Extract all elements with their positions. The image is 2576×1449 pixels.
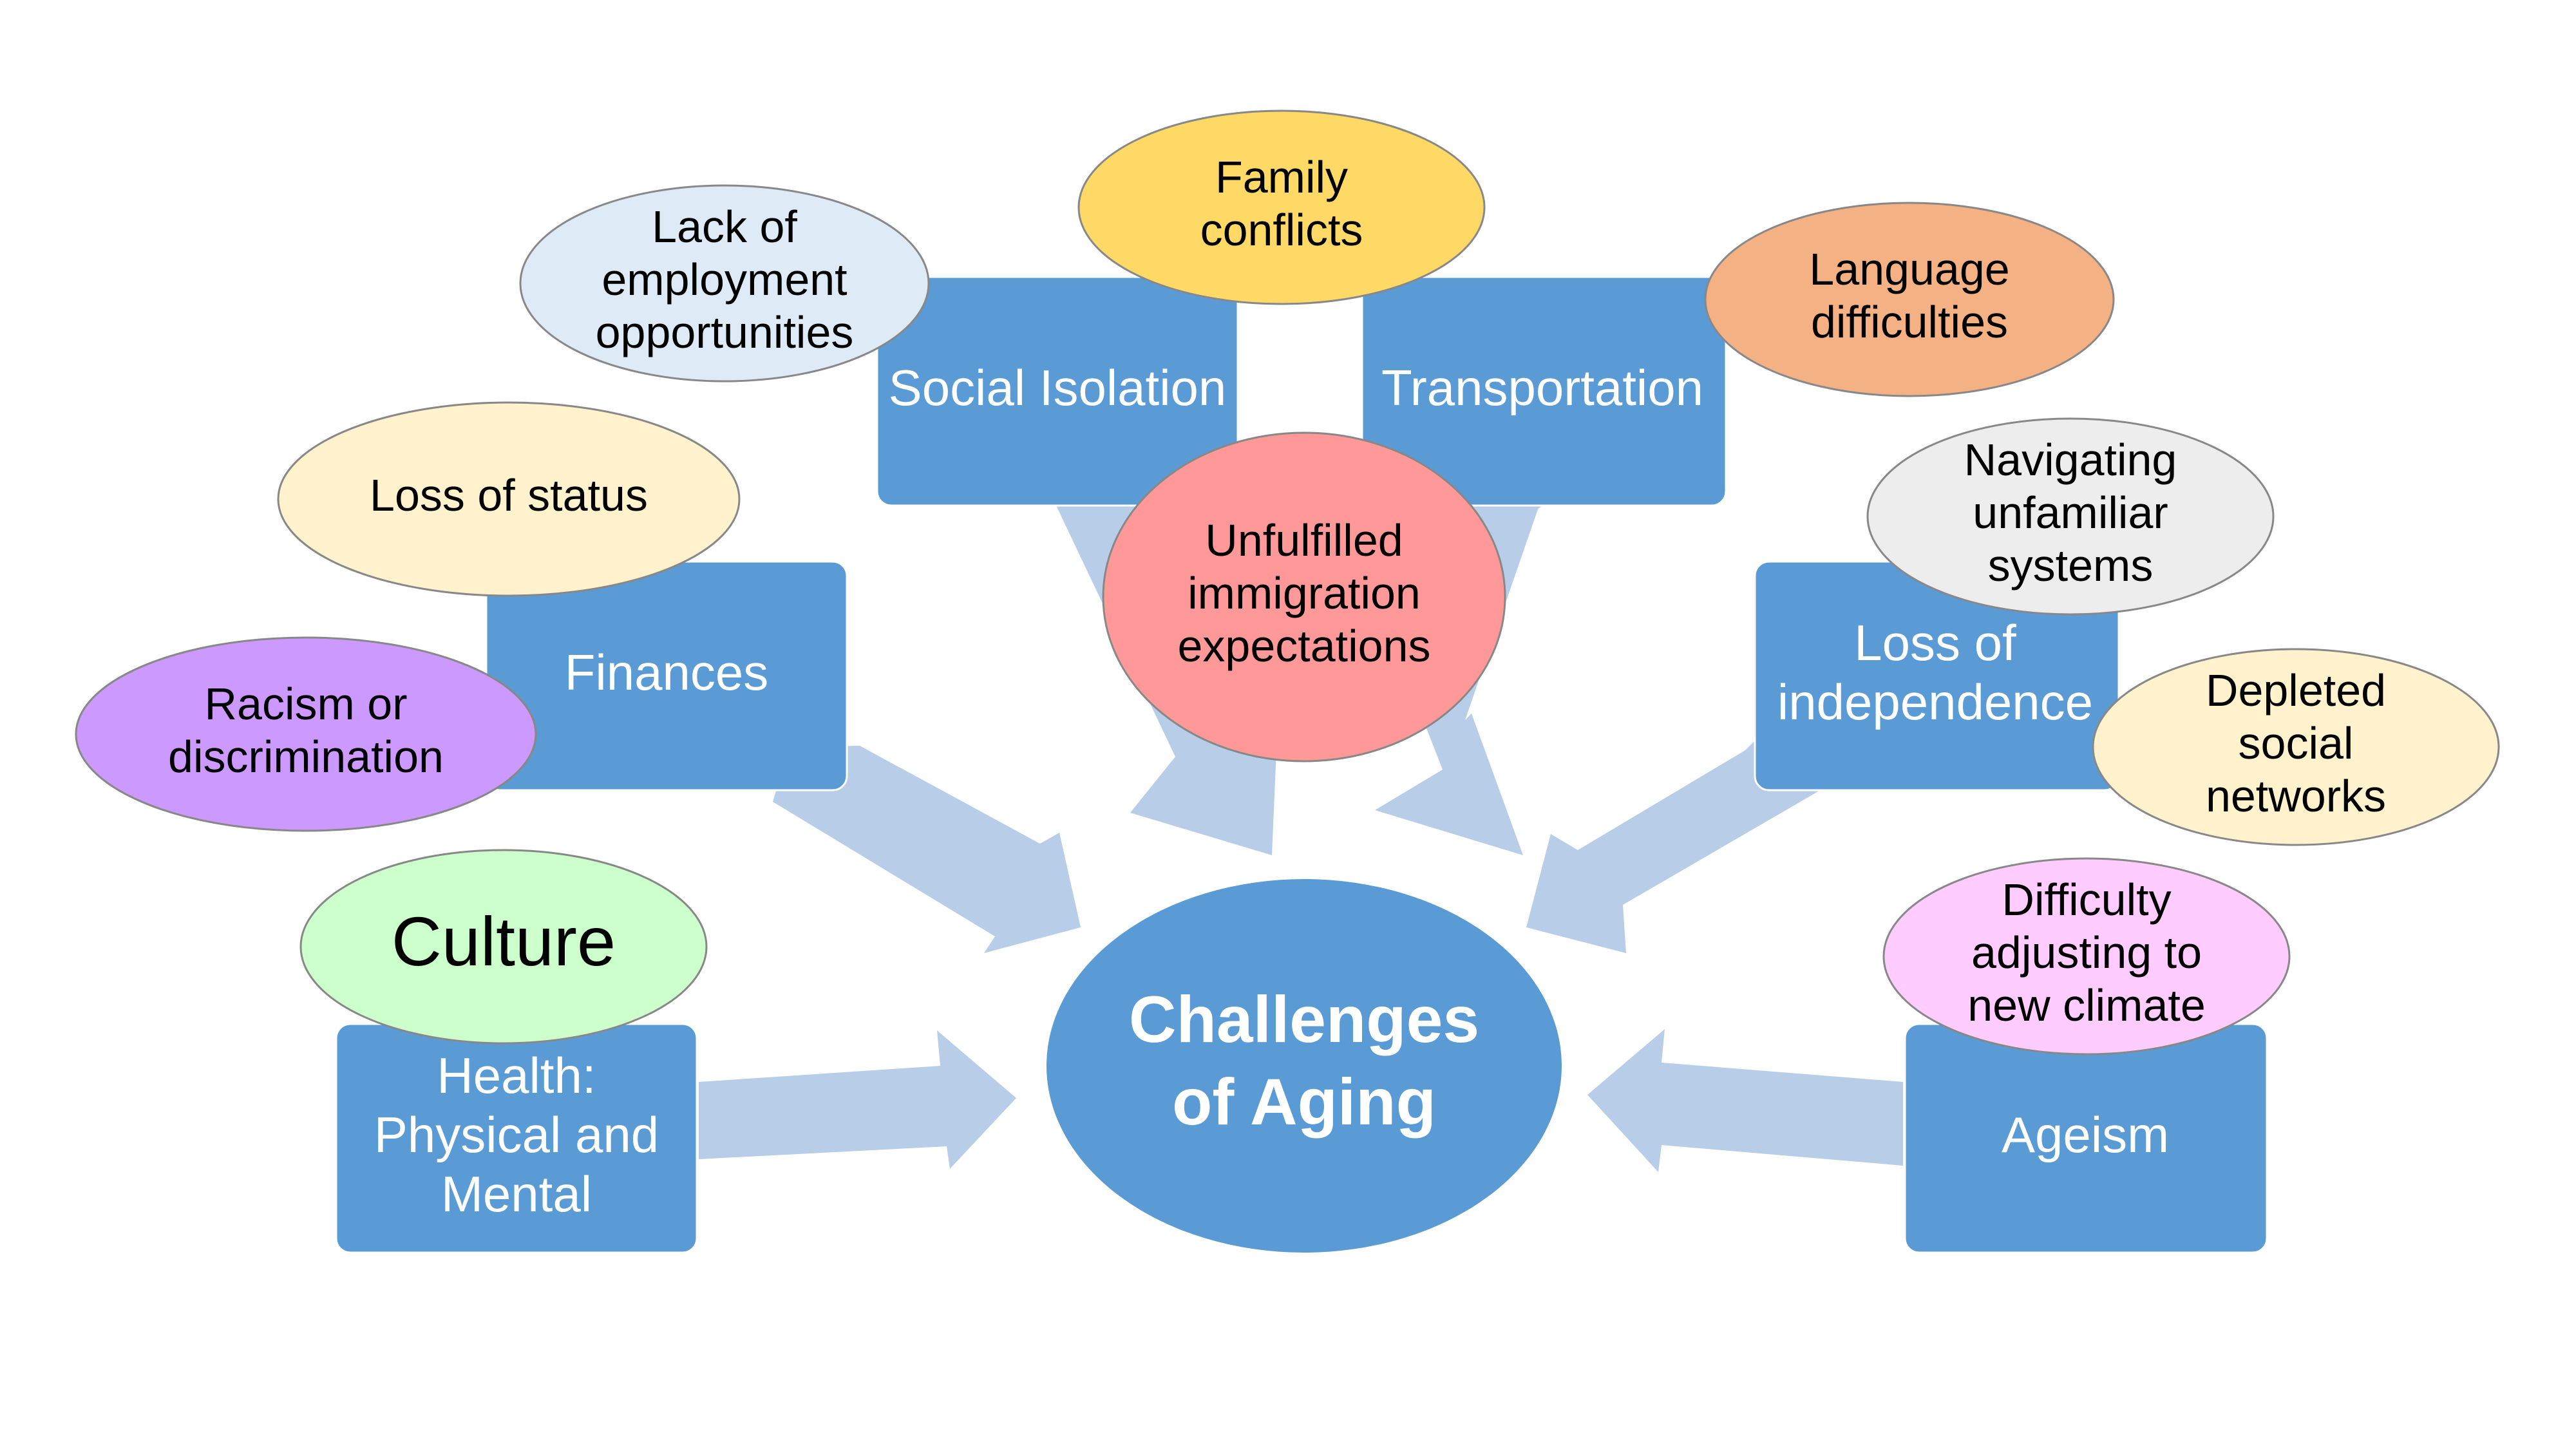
box-transportation <box>1361 276 1727 507</box>
oval-difficulty-climate-label-line-2: adjusting to <box>1971 927 2202 978</box>
box-ageism-label-line-1: Ageism <box>2002 1106 2169 1163</box>
box-loss-of-independence-label-line-2: independence <box>1777 674 2093 730</box>
oval-racism-label-line-1: Racism or <box>204 679 407 729</box>
oval-unfulfilled-expectations-label-line-2: immigration <box>1188 568 1421 618</box>
oval-loss-of-status <box>277 401 741 597</box>
oval-depleted-networks-label-line-3: networks <box>2206 771 2386 821</box>
center-ellipse <box>1046 879 1562 1253</box>
oval-loss-of-status-label: Loss of status <box>370 470 648 520</box>
center-title-line-2: of Aging <box>1172 1065 1436 1139</box>
box-ageism-label: Ageism <box>2002 1106 2169 1163</box>
oval-depleted-networks <box>2092 648 2500 846</box>
oval-lack-of-employment <box>519 184 930 383</box>
oval-lack-of-employment-label-line-2: employment <box>601 254 847 305</box>
arrow-ageism-to-center <box>1587 1029 1903 1172</box>
box-transportation-label-line-1: Transportation <box>1381 359 1703 416</box>
oval-family-conflicts <box>1077 109 1486 305</box>
oval-language-difficulties <box>1704 202 2115 397</box>
oval-difficulty-climate <box>1882 857 2291 1056</box>
box-health-label-line-2: Physical and <box>374 1106 659 1163</box>
center-title-line-1: Challenges <box>1129 983 1479 1056</box>
center-title: Challenges of Aging <box>1129 983 1479 1139</box>
oval-difficulty-climate-label-line-1: Difficulty <box>2002 875 2171 925</box>
oval-family-conflicts-label-line-1: Family <box>1215 152 1348 202</box>
oval-difficulty-climate-label-line-3: new climate <box>1967 980 2206 1030</box>
oval-unfulfilled-expectations-label-line-1: Unfulfilled <box>1205 515 1403 565</box>
oval-depleted-networks-label-line-2: social <box>2239 718 2354 768</box>
arrow-finances-to-center <box>773 746 1081 953</box>
oval-loss-of-status-label-line-1: Loss of status <box>370 470 648 520</box>
oval-language-difficulties-label-line-1: Language <box>1809 244 2009 294</box>
oval-culture <box>299 849 708 1045</box>
oval-depleted-networks-label-line-1: Depleted <box>2206 665 2386 715</box>
box-social-isolation-label-line-1: Social Isolation <box>889 359 1227 416</box>
category-boxes: Social Isolation Transportation Finances… <box>335 276 2268 1254</box>
box-finances-label-line-1: Finances <box>565 644 769 701</box>
box-social-isolation-label: Social Isolation <box>889 359 1227 416</box>
oval-unfulfilled-expectations-label-line-3: expectations <box>1177 621 1430 671</box>
oval-language-difficulties-label-line-2: difficulties <box>1811 297 2008 347</box>
oval-navigating-systems-label-line-1: Navigating <box>1964 435 2177 485</box>
oval-unfulfilled-expectations <box>1102 431 1506 762</box>
oval-family-conflicts-label-line-2: conflicts <box>1200 205 1363 255</box>
center-node: Challenges of Aging <box>1046 879 1562 1253</box>
box-social-isolation <box>876 276 1239 507</box>
oval-racism-label-line-2: discrimination <box>168 732 444 782</box>
oval-culture-label-line-1: Culture <box>392 902 616 980</box>
oval-racism <box>75 636 537 832</box>
oval-navigating-systems <box>1866 417 2275 616</box>
box-health-label-line-3: Mental <box>441 1166 592 1222</box>
box-transportation-label: Transportation <box>1381 359 1703 416</box>
box-health-label-line-1: Health: <box>437 1047 596 1104</box>
box-loss-of-independence-label-line-1: Loss of <box>1854 614 2016 671</box>
oval-navigating-systems-label-line-3: systems <box>1988 540 2154 591</box>
box-finances-label: Finances <box>565 644 769 701</box>
arrow-independence-to-center <box>1526 737 1823 953</box>
oval-culture-label: Culture <box>392 902 616 980</box>
arrow-health-to-center <box>699 1030 1016 1169</box>
oval-navigating-systems-label-line-2: unfamiliar <box>1973 488 2168 538</box>
oval-lack-of-employment-label-line-3: opportunities <box>596 307 854 357</box>
oval-lack-of-employment-label-line-1: Lack of <box>652 202 797 252</box>
